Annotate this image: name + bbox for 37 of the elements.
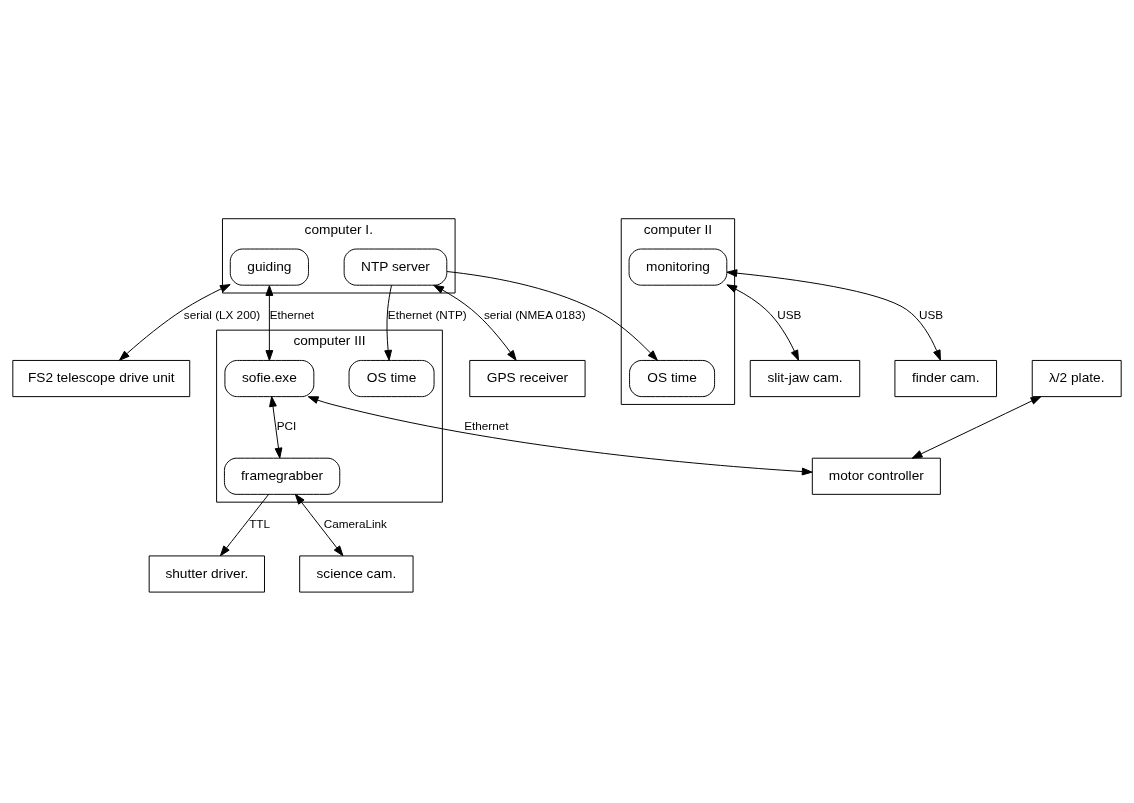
edge-label: serial (NMEA 0183) [483,308,586,322]
edge-label: Ethernet (NTP) [387,308,467,322]
arrow [294,493,344,557]
node-box: guiding [229,248,309,286]
arrow [384,284,393,361]
node-box: FS2 telescope drive unit [12,359,191,398]
node-box: framegrabber [223,457,341,495]
edge-label: USB [919,308,944,322]
edge-label: PCI [276,419,297,433]
node-box: λ/2 plate. [1031,359,1122,398]
node-box: motor controller [811,457,941,495]
arrow [726,284,799,361]
arrow [911,396,1042,459]
node-box: GPS receiver [469,359,586,398]
arrow [269,396,283,459]
arrow [265,285,274,361]
edge-label: USB [777,308,802,322]
edge-label: Ethernet [464,419,509,433]
node-box: slit-jaw cam. [749,359,861,398]
node-box: NTP server [343,248,448,286]
arrow [307,396,813,476]
node-box: science cam. [299,555,414,593]
arrow [219,493,270,557]
edge-label: TTL [249,517,271,531]
arrow [726,269,941,361]
node-box: finder cam. [894,359,998,398]
node-box: OS time [629,359,716,398]
node-box: shutter driver. [148,555,265,593]
node-box: monitoring [628,248,728,286]
edge-label: serial (LX 200) [183,308,261,322]
arrow [119,284,231,361]
arrow [433,284,517,361]
node-box: sofie.exe [224,359,315,398]
arrow [446,271,658,361]
edge-label: CameraLink [323,517,387,531]
node-box: OS time [348,359,435,398]
edge-label: Ethernet [269,308,315,322]
